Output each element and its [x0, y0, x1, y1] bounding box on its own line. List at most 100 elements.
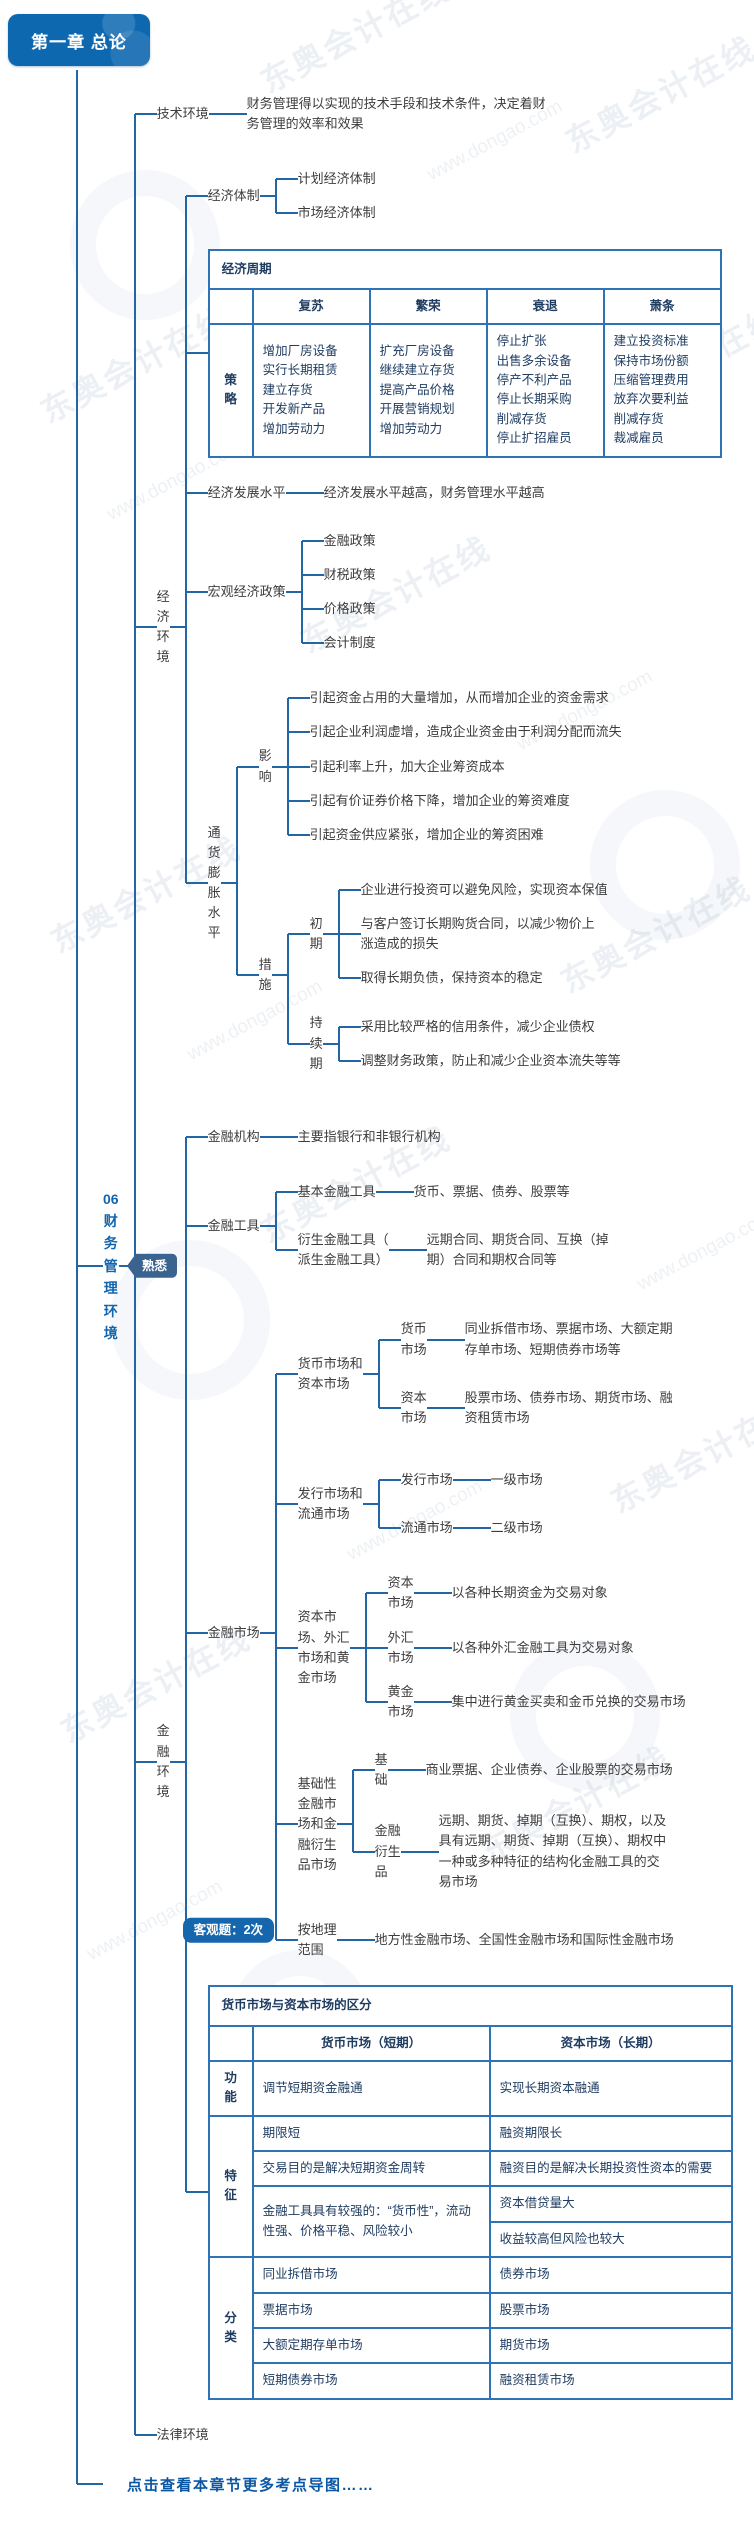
gold-market-node: 黄金 市场: [387, 1683, 414, 1719]
table-cell: 金融工具具有较强的：“货币性”，流动性强、价格平稳、风险较小: [251, 2185, 491, 2259]
primary-market-node: 发行市场: [400, 1471, 453, 1487]
market-compare-table: 货币市场与资本市场的区分 货币市场（短期） 资本市场（长期） 功能: [207, 1985, 733, 2400]
objective-question-badge: 客观题：2次: [182, 1918, 275, 1943]
table-corner-cell: [207, 287, 254, 326]
table-cell: 大额定期存单市场: [251, 2326, 491, 2365]
inflation-impact-item: 引起资金占用的大量增加，从而增加企业的资金需求: [309, 690, 609, 706]
table-cell: 票据市场: [251, 2291, 491, 2329]
economic-dev-desc: 经济发展水平越高，财务管理水平越高: [323, 484, 545, 500]
capital-market-node: 资本 市场: [387, 1575, 414, 1611]
table-cell: 建立投资标准 保持市场份额 压缩管理费用 放弃次要利益 削减存货 裁减雇员: [602, 323, 722, 458]
inflation-impact-node: 影 响: [258, 748, 272, 784]
table-cell: 实现长期资本融通: [488, 2059, 733, 2117]
table-cell: 资本借贷量大: [488, 2185, 733, 2223]
economic-system-item: 市场经济体制: [297, 205, 376, 221]
column-header: 繁荣: [368, 287, 488, 326]
table-cell: 融资目的是解决长期投资性资本的需要: [488, 2150, 733, 2188]
measures-early-item: 企业进行投资可以避免风险，实现资本保值: [360, 881, 608, 897]
table-cell: 停止扩张 出售多余设备 停产不利产品 停止长期采购 削减存货 停止扩招雇员: [485, 323, 605, 458]
table-cell: 调节短期资金融通: [251, 2059, 491, 2117]
table-title: 经济周期: [207, 248, 722, 290]
money-market-node: 货币 市场: [400, 1321, 427, 1357]
secondary-market-node: 流通市场: [400, 1520, 453, 1536]
column-header: 衰退: [485, 287, 605, 326]
economic-cycle-table: 经济周期 复苏 繁荣 衰退 萧条: [207, 248, 722, 458]
table-corner-cell: [207, 2024, 254, 2062]
row-label: 策略: [207, 323, 254, 458]
table-title: 货币市场与资本市场的区分: [207, 1985, 733, 2027]
chapter-title-box: 第一章 总论: [8, 14, 150, 66]
column-header: 货币市场（短期）: [251, 2024, 491, 2062]
table-cell: 交易目的是解决短期资金周转: [251, 2150, 491, 2188]
fx-market-desc: 以各种外汇金融工具为交易对象: [451, 1639, 634, 1655]
capital-market-desc: 以各种长期资金为交易对象: [451, 1585, 608, 1601]
money-capital-market-node: 货币市场和 资本市场: [297, 1355, 363, 1391]
inflation-impact-item: 引起有价证券价格下降，增加企业的筹资难度: [309, 792, 570, 808]
finance-institution-desc: 主要指银行和非银行机构: [297, 1128, 441, 1144]
table-cell: 股票市场: [488, 2291, 733, 2329]
economic-env-node: 经 济 环 境: [156, 588, 170, 665]
column-header: 资本市场（长期）: [488, 2024, 733, 2062]
capital-market-desc: 股票市场、债券市场、期货市场、融资租赁市场: [464, 1389, 673, 1425]
basic-tools-node: 基本金融工具: [297, 1183, 376, 1199]
primary-market-desc: 一级市场: [490, 1471, 543, 1487]
row-label: 功能: [207, 2059, 254, 2117]
table-cell: 期限短: [251, 2114, 491, 2153]
base-market-node: 基 础: [374, 1752, 388, 1788]
measures-early-item: 取得长期负债，保持资本的稳定: [360, 970, 543, 986]
issue-circulate-market-node: 发行市场和 流通市场: [297, 1485, 363, 1522]
fx-market-node: 外汇 市场: [387, 1629, 414, 1665]
capital-market-node: 资本 市场: [400, 1389, 427, 1425]
macro-policy-item: 财税政策: [323, 566, 376, 582]
secondary-market-desc: 二级市场: [490, 1520, 543, 1536]
macro-policy-item: 价格政策: [323, 600, 376, 616]
measures-sustained-item: 采用比较严格的信用条件，减少企业债权: [360, 1018, 595, 1034]
familiarity-badge: 熟悉: [127, 1253, 178, 1279]
main-topic-node: 06 财 务 管 理 环 境: [103, 1190, 119, 1341]
column-header: 复苏: [251, 287, 371, 326]
measures-sustained-node: 持 续 期: [309, 1015, 323, 1071]
inflation-impact-item: 引起企业利润虚增，造成企业资金由于利润分配而流失: [309, 724, 622, 740]
macro-policy-node: 宏观经济政策: [207, 583, 286, 599]
tech-env-node: 技术环境: [156, 106, 209, 122]
table-cell: 期货市场: [488, 2326, 733, 2365]
derivative-tools-desc: 远期合同、期货合同、互换（掉期）合同和期权合同等: [426, 1232, 609, 1268]
finance-tools-node: 金融工具: [207, 1218, 260, 1234]
row-label: 分类: [207, 2256, 254, 2400]
inflation-impact-item: 引起利率上升，加大企业筹资成本: [309, 758, 505, 774]
measures-early-item: 与客户签订长期购货合同，以减少物价上涨造成的损失: [360, 916, 595, 952]
economic-dev-node: 经济发展水平: [207, 484, 286, 500]
column-header: 萧条: [602, 287, 722, 326]
table-cell: 扩充厂房设备 继续建立存货 提高产品价格 开展营销规划 增加劳动力: [368, 323, 488, 458]
economic-system-item: 计划经济体制: [297, 171, 376, 187]
base-derivative-market-node: 基础性 金融市 场和金 融衍生 品市场: [297, 1776, 337, 1872]
derivative-market-node: 金融 衍生 品: [374, 1823, 401, 1879]
finance-env-node: 金 融 环 境: [156, 1723, 170, 1799]
inflation-node: 通 货 膨 胀 水 平: [207, 824, 221, 941]
inflation-measures-node: 措 施: [258, 957, 272, 993]
macro-policy-item: 会计制度: [323, 635, 376, 651]
money-market-desc: 同业拆借市场、票据市场、大额定期存单市场、短期债券市场等: [464, 1321, 673, 1357]
table-cell: 同业拆借市场: [251, 2256, 491, 2294]
table-cell: 增加厂房设备 实行长期租赁 建立存货 开发新产品 增加劳动力: [251, 323, 371, 458]
measures-sustained-item: 调整财务政策，防止和减少企业资本流失等等: [360, 1052, 621, 1068]
gold-market-desc: 集中进行黄金买卖和金币兑换的交易市场: [451, 1693, 686, 1709]
basic-tools-desc: 货币、票据、债券、股票等: [413, 1183, 570, 1199]
footer-link[interactable]: 点击查看本章节更多考点导图……: [127, 2476, 375, 2494]
measures-early-node: 初 期: [309, 916, 323, 952]
economic-system-node: 经济体制: [207, 188, 260, 204]
macro-policy-item: 金融政策: [323, 532, 376, 548]
row-label: 特征: [207, 2114, 254, 2259]
table-cell: 收益较高但风险也较大: [488, 2220, 733, 2259]
derivative-tools-node: 衍生金融工具（ 派生金融工具）: [297, 1232, 389, 1268]
table-cell: 融资租赁市场: [488, 2362, 733, 2400]
finance-market-node: 金融市场: [207, 1624, 260, 1640]
finance-institution-node: 金融机构: [207, 1128, 260, 1144]
table-cell: 债券市场: [488, 2256, 733, 2294]
base-market-desc: 商业票据、企业债券、企业股票的交易市场: [425, 1762, 673, 1778]
table-cell: 短期债券市场: [251, 2362, 491, 2400]
geo-scope-desc: 地方性金融市场、全国性金融市场和国际性金融市场: [374, 1931, 674, 1947]
geo-scope-node: 按地理 范围: [297, 1921, 337, 1958]
